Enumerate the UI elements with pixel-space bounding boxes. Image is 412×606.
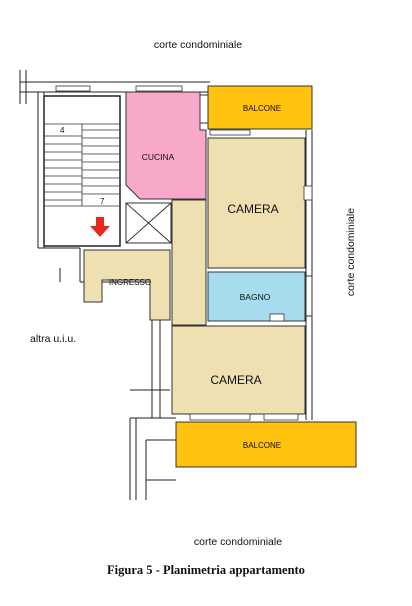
room-bagno [207,271,306,322]
room-ingresso [83,249,171,321]
room-camera-top [207,137,306,269]
stairwell [43,95,121,247]
stair-number-left: 4 [60,126,65,135]
label-corte-bottom: corte condominiale [194,536,282,548]
room-label-camera-top: CAMERA [227,202,278,216]
room-balcone-bottom [175,421,357,468]
room-label-cucina: CUCINA [142,152,175,162]
stair-number-right: 7 [100,197,105,206]
room-camera-bottom [171,325,306,415]
label-altra-uiu: altra u.i.u. [30,333,76,345]
figure-caption: Figura 5 - Planimetria appartamento [107,563,305,577]
window [269,313,285,322]
entrance-arrow-icon [90,217,110,237]
room-label-camera-bottom: CAMERA [210,373,261,387]
room-label-ingresso: INGRESSO [109,278,151,287]
label-corte-top: corte condominiale [154,39,242,51]
room-label-bagno: BAGNO [240,292,271,302]
lift-shaft [125,202,172,244]
window [305,275,313,317]
room-cucina [125,91,207,200]
label-corte-right: corte condominiale [345,208,357,296]
openings [55,85,313,421]
corridor [171,199,207,326]
window [199,94,209,124]
room-label-balcone-bottom: BALCONE [243,441,281,450]
room-label-balcone-top: BALCONE [243,104,281,113]
